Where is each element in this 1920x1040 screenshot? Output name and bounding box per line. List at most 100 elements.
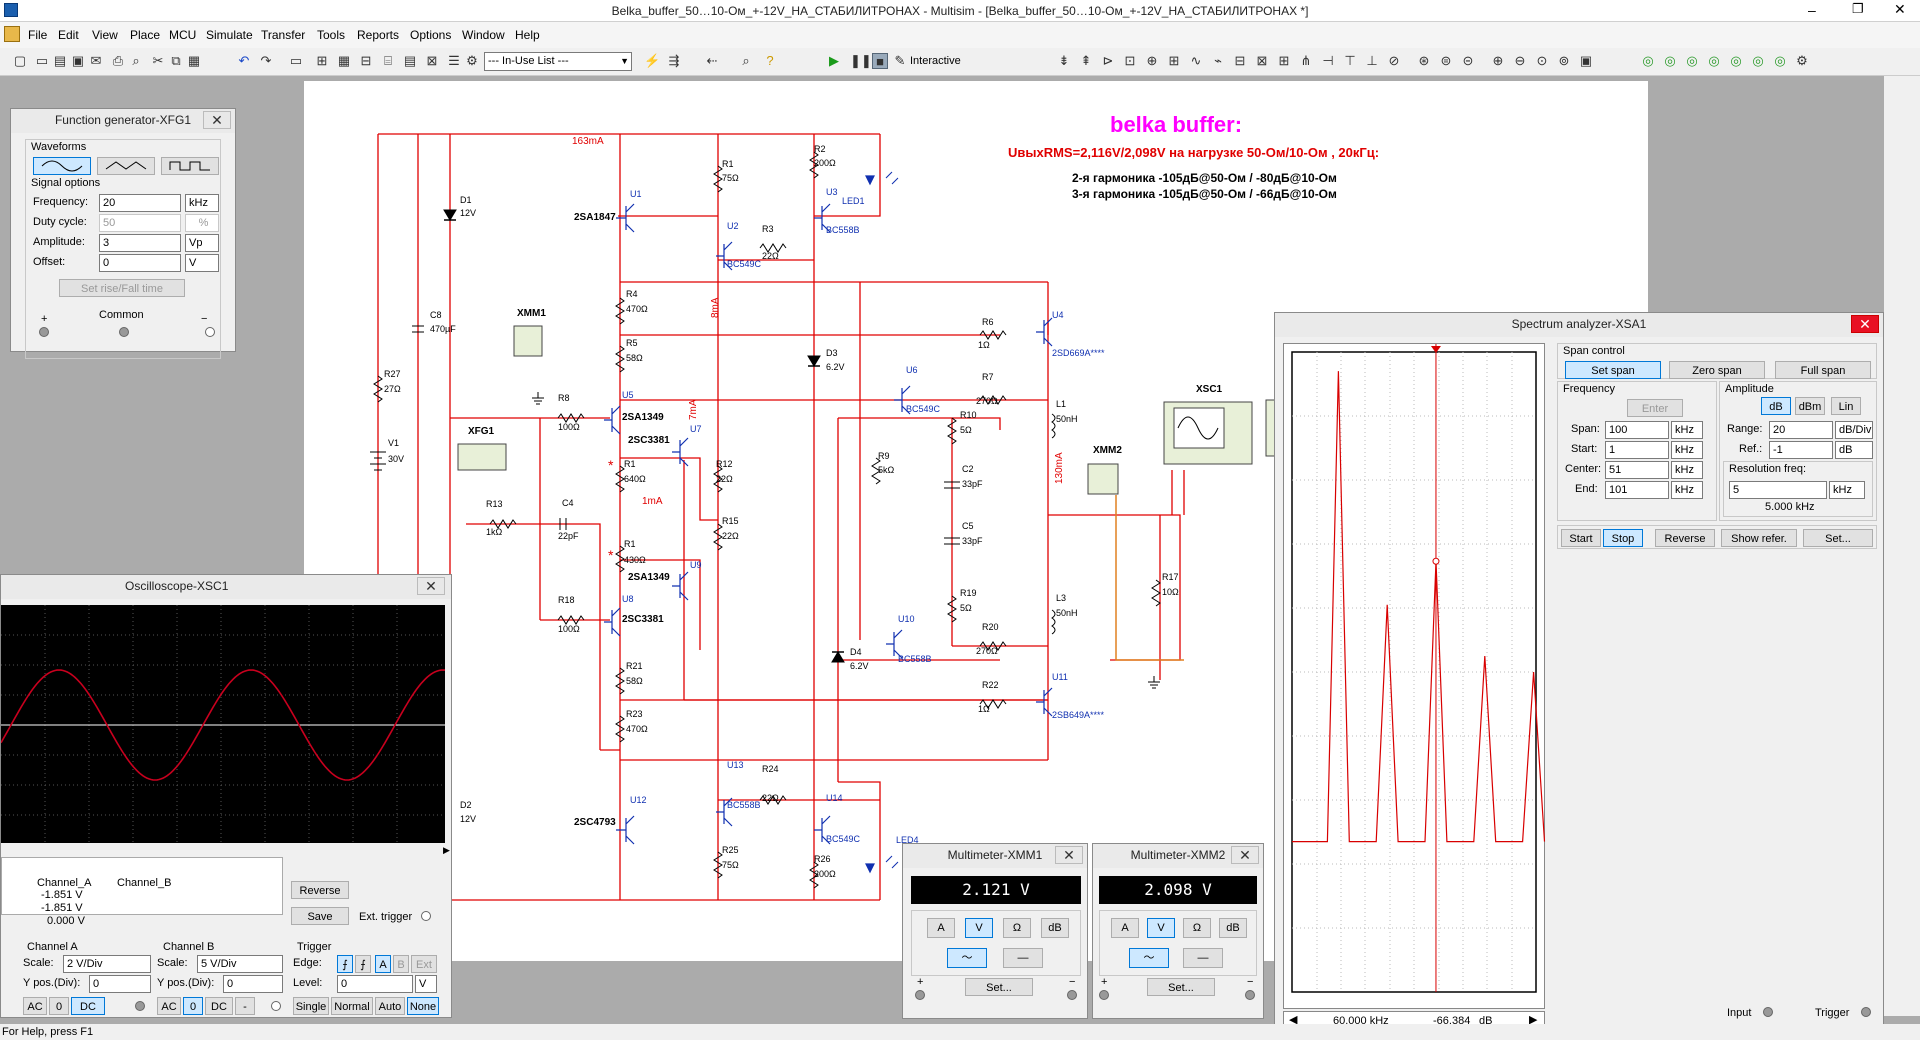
print-preview-icon[interactable]: ⌕ <box>132 53 140 68</box>
offset-input[interactable]: 0 <box>99 254 181 272</box>
copy-icon[interactable]: ⧉ <box>171 53 181 68</box>
offset-unit[interactable]: V <box>185 254 219 272</box>
close-icon[interactable]: ✕ <box>1851 315 1879 333</box>
spectrum-tool-icon[interactable]: ⊥ <box>1366 53 1378 68</box>
agilent-icon[interactable]: ⊛ <box>1418 53 1430 68</box>
wattmeter-icon[interactable]: ⊕ <box>1146 53 1158 68</box>
word-gen-icon[interactable]: ⊠ <box>1256 53 1268 68</box>
gear-icon[interactable]: ⚙ <box>1796 53 1808 68</box>
green-tool-icon-4[interactable]: ◎ <box>1708 53 1720 68</box>
cursor-left-icon[interactable]: ◀ <box>1289 1014 1298 1026</box>
trigger-ext-button[interactable]: Ext <box>411 955 437 973</box>
ypos-b-input[interactable]: 0 <box>223 975 283 993</box>
close-icon[interactable]: ✕ <box>1231 846 1259 864</box>
ypos-a-input[interactable]: 0 <box>89 975 151 993</box>
ac-mode-button[interactable]: 〜 <box>1129 948 1169 968</box>
reverse-button[interactable]: Reverse <box>1655 529 1715 547</box>
trigger-a-button[interactable]: A <box>375 955 391 973</box>
level-input[interactable]: 0 <box>337 975 413 993</box>
rising-edge-button[interactable]: ⨍ <box>337 955 353 973</box>
cursor-right-icon[interactable]: ▶ <box>1529 1014 1538 1026</box>
end-input[interactable]: 101 <box>1605 481 1669 499</box>
menu-options[interactable]: Options <box>410 28 452 42</box>
close-icon[interactable]: ✕ <box>417 577 445 595</box>
find-icon[interactable]: ⌕ <box>742 53 750 68</box>
dbm-scale-button[interactable]: dBm <box>1795 397 1825 415</box>
ac-a-button[interactable]: AC <box>23 997 47 1015</box>
single-button[interactable]: Single <box>293 997 329 1015</box>
zoom-in-toolbar-icon[interactable]: ⊞ <box>316 53 328 68</box>
ammeter-button[interactable]: A <box>1111 918 1139 938</box>
oscilloscope-screen[interactable] <box>0 605 446 843</box>
menu-help[interactable]: Help <box>515 28 540 42</box>
dc-mode-button[interactable]: — <box>1003 948 1043 968</box>
plus-terminal[interactable] <box>39 327 49 337</box>
start-button[interactable]: Start <box>1561 529 1601 547</box>
paste-icon[interactable]: ▦ <box>187 53 201 68</box>
voltmeter-button[interactable]: V <box>965 918 993 938</box>
sine-wave-button[interactable] <box>33 157 91 175</box>
email-icon[interactable]: ✉ <box>90 53 102 68</box>
green-tool-icon-2[interactable]: ◎ <box>1664 53 1676 68</box>
center-unit[interactable]: kHz <box>1671 461 1703 479</box>
logic-converter-icon[interactable]: ⋔ <box>1300 53 1312 68</box>
frequency-input[interactable]: 20 <box>99 194 181 212</box>
probe-voltage-icon[interactable]: ⇟ <box>1058 53 1070 68</box>
start-unit[interactable]: kHz <box>1671 441 1703 459</box>
scroll-right-icon[interactable]: ▶ <box>443 845 450 855</box>
input-terminal[interactable] <box>1763 1007 1773 1017</box>
menu-edit[interactable]: Edit <box>58 28 79 42</box>
zero-b-button[interactable]: 0 <box>183 997 203 1015</box>
multimeter-tool-icon[interactable]: ⊞ <box>1168 53 1180 68</box>
menu-reports[interactable]: Reports <box>357 28 400 42</box>
full-span-button[interactable]: Full span <box>1775 361 1871 379</box>
ref-unit[interactable]: dB <box>1835 441 1873 459</box>
probe-icon[interactable]: ⇶ <box>668 53 680 68</box>
menu-tools[interactable]: Tools <box>317 28 346 42</box>
common-terminal[interactable] <box>119 327 129 337</box>
counter-icon[interactable]: ⊟ <box>1234 53 1246 68</box>
stop-button[interactable]: Stop <box>1603 529 1643 547</box>
grid-icon[interactable]: ▦ <box>337 53 351 68</box>
redo-icon[interactable]: ↷ <box>260 53 272 68</box>
menu-view[interactable]: View <box>92 28 118 42</box>
menu-window[interactable]: Window <box>462 28 505 42</box>
close-icon[interactable]: ✕ <box>203 111 231 129</box>
dc-b-button[interactable]: DC <box>205 997 233 1015</box>
channel-b-terminal[interactable] <box>271 1001 281 1011</box>
postprocessor-icon[interactable]: ⊠ <box>426 53 438 68</box>
db-scale-button[interactable]: dB <box>1761 397 1791 415</box>
set-span-button[interactable]: Set span <box>1565 361 1661 379</box>
green-tool-icon-5[interactable]: ◎ <box>1730 53 1742 68</box>
ext-trigger-terminal[interactable] <box>421 911 431 921</box>
falling-edge-button[interactable]: ⨍ <box>355 955 371 973</box>
tektronix-icon[interactable]: ⊜ <box>1440 53 1452 68</box>
component-icon[interactable]: ⊟ <box>360 53 372 68</box>
zoom-out-icon[interactable]: ⊖ <box>1514 53 1526 68</box>
duty-cycle-input[interactable]: 50 <box>99 214 181 232</box>
menu-transfer[interactable]: Transfer <box>261 28 306 42</box>
fullscreen-icon[interactable]: ▭ <box>289 53 303 68</box>
level-unit[interactable]: V <box>415 975 437 993</box>
minus-terminal[interactable] <box>1245 990 1255 1000</box>
span-input[interactable]: 100 <box>1605 421 1669 439</box>
scale-b-input[interactable]: 5 V/Div <box>197 955 283 973</box>
back-annotate-icon[interactable]: ⇠ <box>706 53 718 68</box>
channel-a-terminal[interactable] <box>135 1001 145 1011</box>
database-icon[interactable]: ⌸ <box>384 53 392 68</box>
voltmeter-button[interactable]: V <box>1147 918 1175 938</box>
bode-icon[interactable]: ⌁ <box>1214 53 1222 68</box>
none-button[interactable]: None <box>407 997 439 1015</box>
function-gen-tool-icon[interactable]: ∿ <box>1190 53 1202 68</box>
start-input[interactable]: 1 <box>1605 441 1669 459</box>
zoom-in-icon[interactable]: ⊕ <box>1492 53 1504 68</box>
open-sample-icon[interactable]: ▤ <box>53 53 67 68</box>
spreadsheet-icon[interactable]: ▤ <box>403 53 417 68</box>
ac-mode-button[interactable]: 〜 <box>947 948 987 968</box>
amplitude-input[interactable]: 3 <box>99 234 181 252</box>
save-icon[interactable]: ▣ <box>71 53 85 68</box>
set-button[interactable]: Set... <box>965 978 1033 996</box>
close-icon[interactable]: ✕ <box>1055 846 1083 864</box>
iv-analyzer-icon[interactable]: ⊣ <box>1322 53 1334 68</box>
oscilloscope-tool-icon[interactable]: ⊡ <box>1124 53 1136 68</box>
